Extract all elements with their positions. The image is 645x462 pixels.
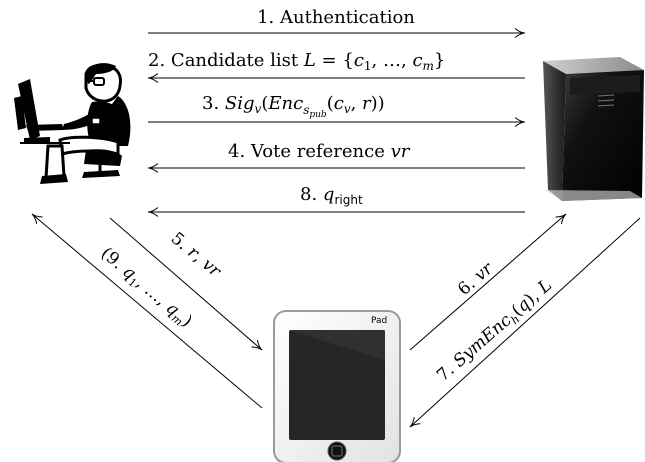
label-5: 5. r, vr (167, 229, 225, 282)
tablet-home-button (327, 441, 347, 461)
user-at-computer-icon (14, 63, 131, 184)
label-6: 6. vr (454, 258, 497, 299)
tablet-pad-icon: Pad (273, 310, 401, 462)
arrow-5-user-to-pad (109, 217, 262, 350)
label-4: 4. Vote reference vr (228, 141, 411, 162)
server-tower-icon (543, 57, 644, 201)
pad-brand-label: Pad (371, 316, 387, 326)
arrow-9-pad-to-user (32, 214, 263, 409)
label-1: 1. Authentication (257, 7, 415, 28)
tablet-screen (289, 330, 385, 440)
label-3: 3. Sigv(Encspub(cv, r)) (202, 93, 385, 120)
label-8: 8. qright (300, 184, 363, 207)
arrow-6-pad-to-server (409, 214, 566, 351)
label-9: (9. q1, …, qm) (96, 244, 197, 333)
label-2: 2. Candidate list L = {c1, …, cm} (148, 50, 445, 73)
label-7: 7. SymEnch(q), L (433, 275, 557, 387)
arrow-7-server-to-pad (410, 217, 641, 427)
